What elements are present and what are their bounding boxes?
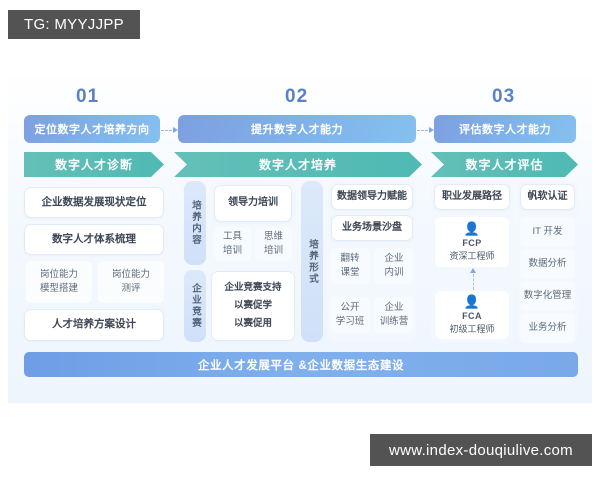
connector-arrow-2-to-3 (417, 126, 434, 134)
col3-cell-data-analysis[interactable]: 数据分析 (520, 249, 575, 279)
fcp-level: 资深工程师 (449, 251, 495, 261)
col2-vlabel-enterprise-competition: 企业竞赛 (184, 270, 206, 342)
goal-pill-1[interactable]: 定位数字人才培养方向 (24, 115, 160, 143)
goal-pill-3[interactable]: 评估数字人才能力 (434, 115, 576, 143)
arrow-head-icon (173, 127, 178, 133)
col3-cell-business-analysis[interactable]: 业务分析 (520, 313, 575, 343)
arrow-head-icon (429, 127, 434, 133)
col2-cell-internal-training[interactable]: 企业 内训 (374, 248, 414, 284)
arrow-head-up-icon (470, 268, 476, 273)
step-number-02: 02 (285, 86, 309, 107)
col2-card-competition-support[interactable]: 企业竞赛支持 以赛促学 以赛促用 (211, 271, 295, 341)
col1-cell-competency-model[interactable]: 岗位能力 模型搭建 (26, 261, 92, 303)
connector-arrow-1-to-2 (161, 126, 178, 134)
fcp-code: FCP (462, 237, 482, 248)
col3-cell-it-development[interactable]: IT 开发 (520, 217, 575, 247)
dashed-line (417, 129, 428, 131)
col3-cell-digital-management[interactable]: 数字化管理 (520, 281, 575, 311)
col2-cell-thinking-training[interactable]: 思维 培训 (255, 227, 292, 261)
stage-banner-training: 数字人才培养 (174, 152, 422, 177)
col2-card-data-leadership[interactable]: 数据领导力赋能 (331, 184, 413, 210)
diagram-columns: 01 02 03 定位数字人才培养方向 提升数字人才能力 评估数字人才能力 数字… (8, 68, 592, 403)
fca-code: FCA (462, 310, 482, 321)
col1-card-training-plan[interactable]: 人才培养方案设计 (24, 309, 164, 341)
step-number-01: 01 (76, 86, 100, 107)
col3-card-career-path[interactable]: 职业发展路径 (434, 184, 510, 210)
goal-pill-2[interactable]: 提升数字人才能力 (178, 115, 416, 143)
col1-card-talent-system[interactable]: 数字人才体系梳理 (24, 224, 164, 255)
col2-card-leadership-training[interactable]: 领导力培训 (214, 185, 292, 222)
competition-line-2: 以赛促学 (233, 300, 272, 312)
col2-cell-open-class[interactable]: 公开 学习班 (330, 297, 370, 333)
col2-vlabel-training-format: 培养形式 (301, 181, 323, 342)
step-number-03: 03 (492, 86, 516, 107)
stage-banner-diagnosis: 数字人才诊断 (24, 152, 164, 177)
col2-cell-tool-training[interactable]: 工具 培训 (214, 227, 251, 261)
top-watermark-tag: TG: MYYJJPP (8, 10, 140, 39)
bottom-platform-bar[interactable]: 企业人才发展平台 &企业数据生态建设 (24, 352, 578, 377)
person-badge-icon: 👤 (463, 293, 481, 309)
col3-card-finereport-cert[interactable]: 帆软认证 (520, 184, 575, 210)
dashed-line (161, 129, 172, 131)
bottom-watermark-url: www.index-douqiulive.com (370, 434, 592, 466)
col3-certification-fca[interactable]: 👤 FCA 初级工程师 (435, 291, 509, 339)
cert-progression-arrow-icon (469, 268, 477, 290)
fca-level: 初级工程师 (449, 324, 495, 334)
col2-cell-training-camp[interactable]: 企业 训练营 (374, 297, 414, 333)
person-badge-icon: 👤 (463, 220, 481, 236)
col2-card-business-sandbox[interactable]: 业务场景沙盘 (331, 215, 413, 241)
competition-line-3: 以赛促用 (233, 317, 272, 329)
col2-cell-flipped-classroom[interactable]: 翻转 课堂 (330, 248, 370, 284)
col1-cell-competency-assessment[interactable]: 岗位能力 测评 (98, 261, 164, 303)
diagram-panel: 01 02 03 定位数字人才培养方向 提升数字人才能力 评估数字人才能力 数字… (8, 68, 592, 403)
dashed-line-vertical (472, 274, 474, 290)
stage-banner-evaluation: 数字人才评估 (431, 152, 578, 177)
col1-card-data-status[interactable]: 企业数据发展现状定位 (24, 187, 164, 218)
competition-line-1: 企业竞赛支持 (224, 282, 282, 294)
col3-certification-fcp[interactable]: 👤 FCP 资深工程师 (435, 217, 509, 267)
col2-vlabel-training-content: 培养内容 (184, 181, 206, 265)
